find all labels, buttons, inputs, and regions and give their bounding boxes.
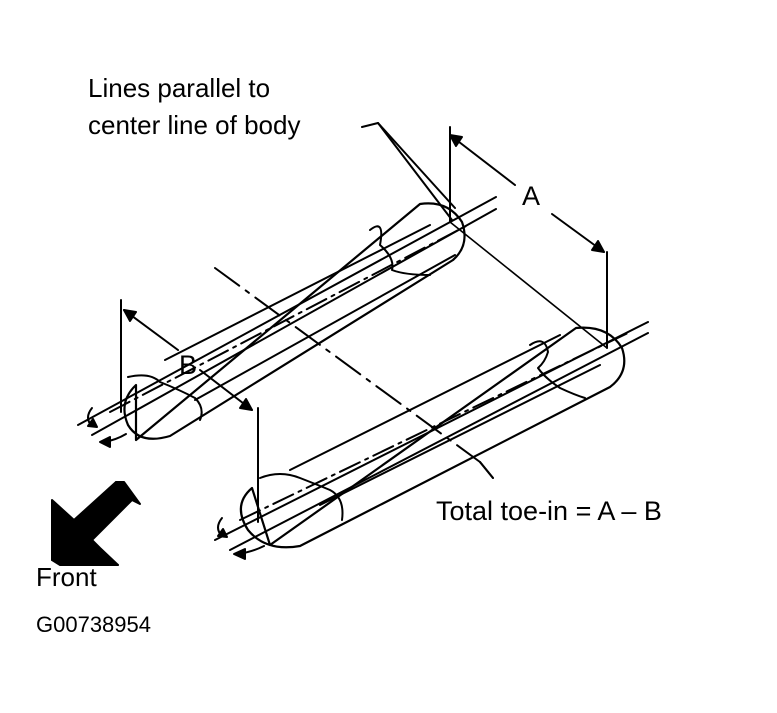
tread-edges: [164, 224, 601, 506]
label-lines-parallel-line2: center line of body: [88, 110, 301, 140]
parallel-lines: [77, 196, 649, 551]
dimension-b: [120, 299, 259, 523]
figure-code: G00738954: [36, 612, 151, 637]
label-leader: [361, 122, 456, 221]
label-total-toe-in: Total toe-in = A – B: [436, 496, 662, 526]
label-front: Front: [36, 562, 97, 592]
body-center-line: [214, 267, 494, 479]
label-lines-parallel-line1: Lines parallel to: [88, 73, 271, 103]
label-dimension-b: B: [179, 350, 198, 380]
formula-leader: [479, 461, 494, 479]
dimension-a: [449, 126, 608, 349]
rotation-arrow-icon: [87, 407, 265, 560]
label-dimension-a: A: [522, 181, 541, 211]
front-arrow-icon: [51, 481, 141, 566]
upper-wheel: [109, 202, 471, 442]
